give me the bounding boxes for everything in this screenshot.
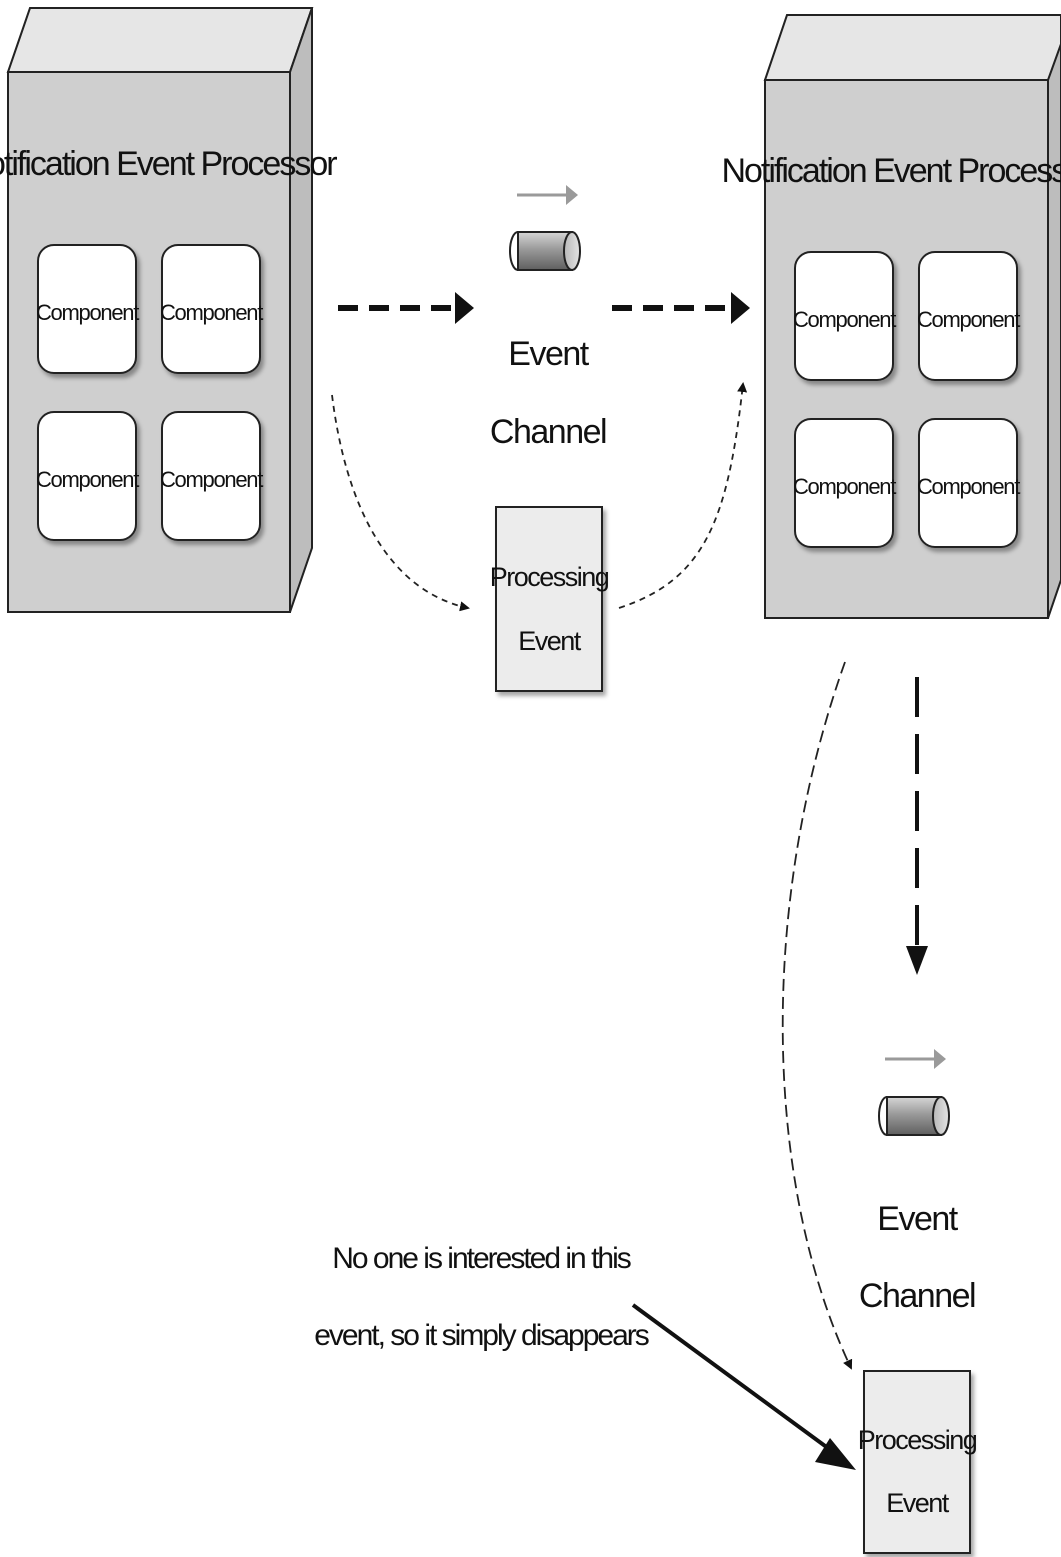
annotation-pointer-arrow — [631, 1303, 856, 1470]
processing-event-2-line2: Event — [886, 1488, 950, 1518]
thin-dashed-curve-processor2-to-processing-event2 — [781, 661, 853, 1370]
channel-1-label-line2: Channel — [490, 413, 606, 451]
component-label: Component — [160, 300, 263, 325]
channel-2-direction-arrow-icon — [885, 1049, 946, 1069]
processor-2-component-3: Component — [793, 418, 898, 548]
processor-2-title: Notification Event Processor — [721, 152, 1061, 190]
channel-2-label-line2: Channel — [859, 1277, 975, 1315]
processing-event-2: Processing Event — [858, 1370, 978, 1554]
event-channel-2: Event Channel — [859, 1049, 977, 1315]
processor-1-component-4: Component — [160, 411, 265, 541]
component-label: Component — [160, 467, 263, 492]
processing-event-1-line1: Processing — [490, 562, 609, 592]
annotation-line2: event, so it simply disappears — [314, 1319, 649, 1352]
processor-2-component-4: Component — [917, 418, 1022, 548]
channel-2-cylinder-icon — [878, 1096, 950, 1136]
processor-1-top-face — [6, 7, 314, 73]
processor-1-component-1: Component — [36, 244, 141, 374]
component-label: Component — [36, 467, 139, 492]
thin-dashed-curve-processing-event-to-processor2 — [618, 382, 748, 609]
component-label: Component — [917, 307, 1020, 332]
component-label: Component — [793, 474, 896, 499]
channel-2-label-line1: Event — [877, 1200, 958, 1238]
thin-dashed-curve-processor1-to-processing-event — [331, 394, 470, 612]
annotation: No one is interested in this event, so i… — [314, 1242, 856, 1470]
component-label: Component — [793, 307, 896, 332]
processor-2-component-1: Component — [793, 251, 898, 381]
notification-event-processor-1: Notification Event Processor Component C… — [0, 7, 339, 613]
processing-event-2-line1: Processing — [858, 1425, 977, 1455]
notification-event-processor-2: Notification Event Processor Component C… — [721, 14, 1061, 619]
component-label: Component — [36, 300, 139, 325]
bold-dashed-arrow-channel-to-processor2 — [612, 292, 750, 324]
processor-2-top-face — [763, 14, 1061, 81]
processing-event-1: Processing Event — [490, 506, 610, 692]
annotation-line1: No one is interested in this — [332, 1242, 631, 1275]
processor-1-component-3: Component — [36, 411, 141, 541]
channel-1-direction-arrow-icon — [517, 185, 578, 205]
processor-2-component-2: Component — [917, 251, 1022, 381]
bold-dashed-arrow-processor2-to-channel2 — [906, 677, 928, 975]
channel-1-label-line1: Event — [508, 335, 589, 373]
bold-dashed-arrow-processor1-to-channel — [338, 292, 474, 324]
processor-1-side-face — [289, 7, 313, 613]
channel-1-cylinder-icon — [509, 231, 581, 271]
component-label: Component — [917, 474, 1020, 499]
processing-event-1-line2: Event — [518, 626, 582, 656]
event-channel-1: Event Channel — [490, 185, 608, 451]
processor-1-title: Notification Event Processor — [0, 145, 337, 183]
processor-1-component-2: Component — [160, 244, 265, 374]
processor-2-side-face — [1047, 43, 1061, 619]
